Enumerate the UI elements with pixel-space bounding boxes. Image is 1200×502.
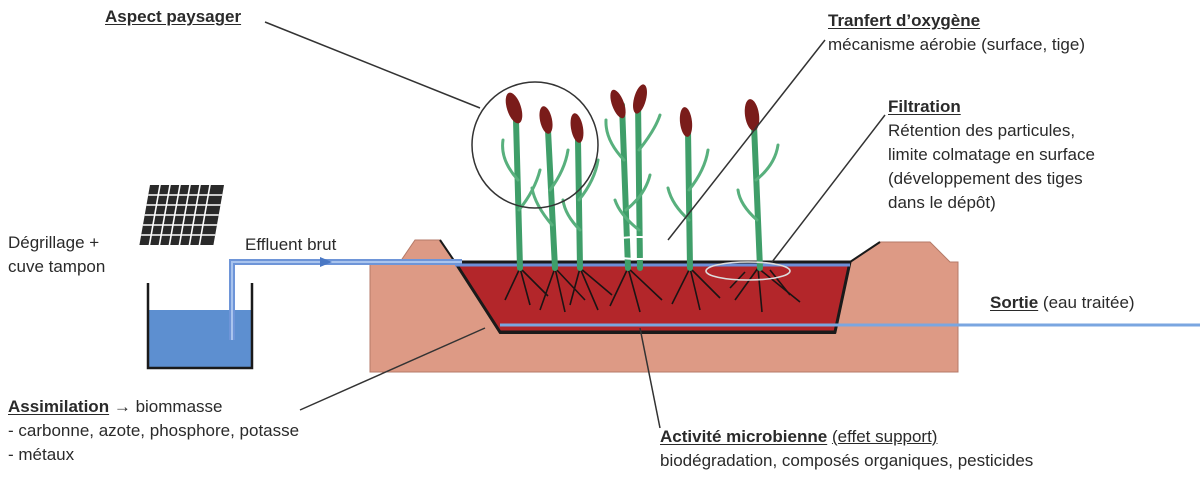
- flow-arrow-inlet: [320, 257, 332, 267]
- label-filtration-line2: limite colmatage en surface: [888, 145, 1095, 164]
- label-microbial: Activité microbienne (effet support): [660, 426, 937, 448]
- reed-bed-basin: [452, 260, 852, 334]
- label-microbial-paren: (effet support): [831, 427, 938, 446]
- label-microbial-desc: biodégradation, composés organiques, pes…: [660, 451, 1034, 470]
- buffer-tank: [146, 283, 254, 370]
- label-filtration-line1: Rétention des particules,: [888, 121, 1076, 140]
- label-oxygen-transfer-title: Tranfert d’oxygène: [828, 11, 981, 30]
- label-filtration-line4: dans le dépôt): [888, 193, 996, 212]
- label-sortie: Sortie (eau traitée): [990, 292, 1135, 314]
- label-sortie-title: Sortie: [990, 293, 1039, 312]
- label-filtration-line3: (développement des tiges: [888, 169, 1083, 188]
- buffer-tank-water: [148, 310, 252, 368]
- label-oxygen-transfer-desc: mécanisme aérobie (surface, tige): [828, 35, 1086, 54]
- filtration-ellipse: [705, 261, 791, 281]
- leader-lines: [264, 21, 886, 429]
- bar-screen: [139, 185, 224, 245]
- label-assimilation-title: Assimilation: [8, 397, 110, 416]
- label-sortie-desc: (eau traitée): [1042, 293, 1135, 312]
- label-aspect-paysager: Aspect paysager: [105, 7, 242, 26]
- inlet-pipe-core: [231, 261, 462, 340]
- label-degrillage-line1: Dégrillage +: [8, 233, 100, 252]
- reed-plants: [501, 84, 780, 271]
- label-filtration-title: Filtration: [888, 97, 961, 116]
- landscape-circle: [471, 81, 599, 209]
- oxygen-transfer-ellipse: [594, 236, 686, 260]
- basin-liner: [439, 239, 881, 334]
- label-degrillage-line2: cuve tampon: [8, 257, 106, 276]
- label-effluent-brut: Effluent brut: [245, 235, 337, 254]
- label-assimilation-biomass: biommasse: [135, 397, 223, 416]
- label-assimilation-arrow: →: [113, 397, 131, 416]
- label-assimilation-line2: - métaux: [8, 445, 75, 464]
- label-assimilation-line1: - carbonne, azote, phosphore, potasse: [8, 421, 300, 440]
- label-microbial-title: Activité microbienne: [660, 427, 828, 446]
- label-assimilation: Assimilation → biommasse: [8, 396, 222, 418]
